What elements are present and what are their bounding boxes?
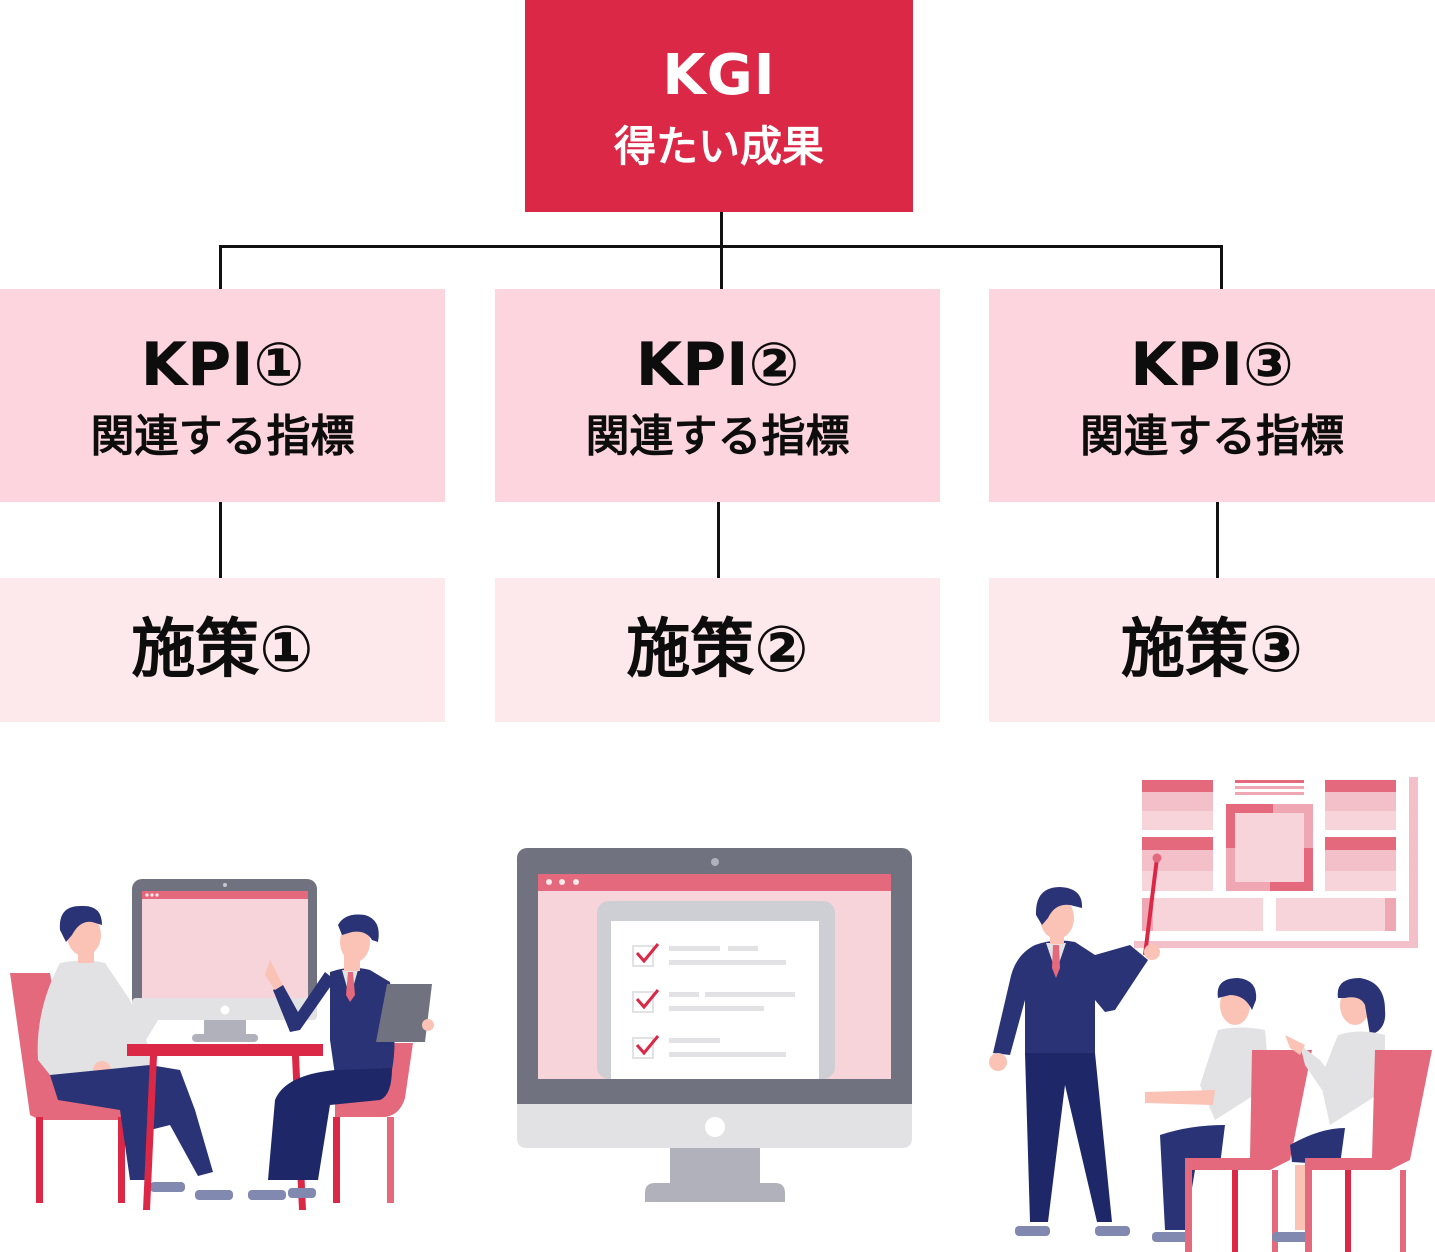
measure-title: 施策① — [131, 613, 314, 687]
connector-kpi2-measure2 — [717, 502, 720, 578]
kpi-title: KPI① — [140, 329, 305, 400]
kpi-subtitle: 関連する指標 — [90, 410, 355, 462]
kpi-title: KPI③ — [1130, 329, 1294, 400]
connector-kgi-down — [720, 212, 723, 289]
connector-kpi1-up — [219, 245, 222, 289]
kpi-title: KPI② — [635, 329, 800, 400]
measure-title: 施策② — [626, 613, 809, 687]
measure-box-2: 施策② — [495, 578, 940, 722]
kgi-box: KGI 得たい成果 — [525, 0, 913, 212]
measure-box-3: 施策③ — [989, 578, 1435, 722]
measure-box-1: 施策① — [0, 578, 445, 722]
connector-kpi1-measure1 — [219, 502, 222, 578]
kpi-box-2: KPI② 関連する指標 — [495, 289, 940, 502]
measure-title: 施策③ — [1120, 613, 1304, 687]
kgi-title: KGI — [662, 43, 776, 108]
kpi-subtitle: 関連する指標 — [585, 410, 850, 462]
connector-horizontal — [219, 245, 1223, 248]
check-icon — [632, 1035, 660, 1059]
connector-kpi3-measure3 — [1216, 502, 1219, 578]
connector-kpi3-up — [1220, 245, 1223, 289]
check-icon — [632, 989, 660, 1013]
check-icon — [632, 943, 660, 967]
kpi-subtitle: 関連する指標 — [1080, 410, 1344, 462]
kpi-box-3: KPI③ 関連する指標 — [989, 289, 1435, 502]
kpi-box-1: KPI① 関連する指標 — [0, 289, 445, 502]
kgi-subtitle: 得たい成果 — [613, 122, 824, 171]
